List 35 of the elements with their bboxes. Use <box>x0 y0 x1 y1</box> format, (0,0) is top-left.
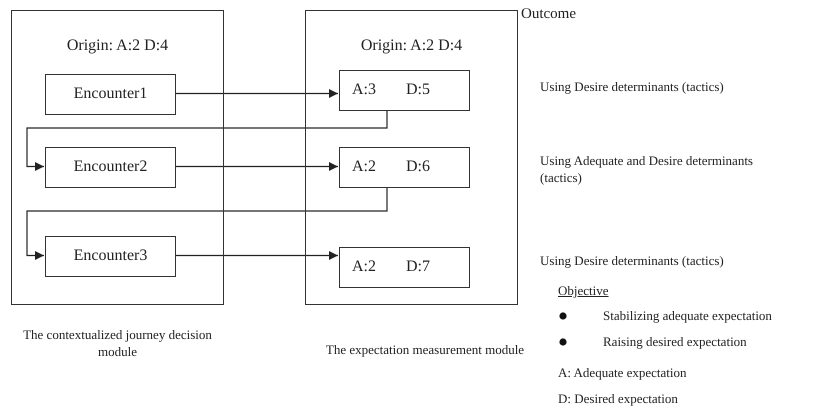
value-box <box>339 70 470 111</box>
note-text: Using Desire determinants (tactics) <box>540 252 725 269</box>
module-panel <box>11 10 224 305</box>
note-text: A: Adequate expectation <box>558 364 688 381</box>
module-panel <box>305 10 518 305</box>
module-caption: The contextualized journey decision module <box>22 326 213 360</box>
encounter-label: Encounter1 <box>72 85 148 103</box>
note-text: Stabilizing adequate expectation <box>603 307 773 324</box>
note-text: Using Adequate and Desire determinants (tactics) <box>540 152 754 186</box>
value-text: D:5 <box>406 81 430 99</box>
encounter-label: Encounter3 <box>72 247 148 265</box>
arrow <box>175 251 338 260</box>
note-text: Raising desired expectation <box>603 333 748 350</box>
value-text: D:6 <box>406 158 430 176</box>
value-text: A:2 <box>352 158 376 176</box>
encounter-box <box>45 236 176 277</box>
encounter-box <box>45 147 176 188</box>
module-heading: Origin: A:2 D:4 <box>66 37 170 55</box>
note-text: D: Desired expectation <box>558 390 679 407</box>
arrow <box>175 89 338 98</box>
value-box <box>339 147 470 188</box>
section-heading: Objective <box>558 282 610 299</box>
column-heading: Outcome <box>521 6 577 23</box>
module-heading: Origin: A:2 D:4 <box>360 37 464 55</box>
arrow <box>26 187 388 260</box>
value-text: A:2 <box>352 258 376 276</box>
encounter-box <box>45 74 176 115</box>
module-caption: The expectation measurement module <box>325 341 525 358</box>
encounter-label: Encounter2 <box>72 158 148 176</box>
value-text: A:3 <box>352 81 376 99</box>
note-text: Using Desire determinants (tactics) <box>540 78 725 95</box>
arrow <box>175 162 338 171</box>
value-box <box>339 247 470 288</box>
value-text: D:7 <box>406 258 430 276</box>
arrow <box>26 110 388 171</box>
